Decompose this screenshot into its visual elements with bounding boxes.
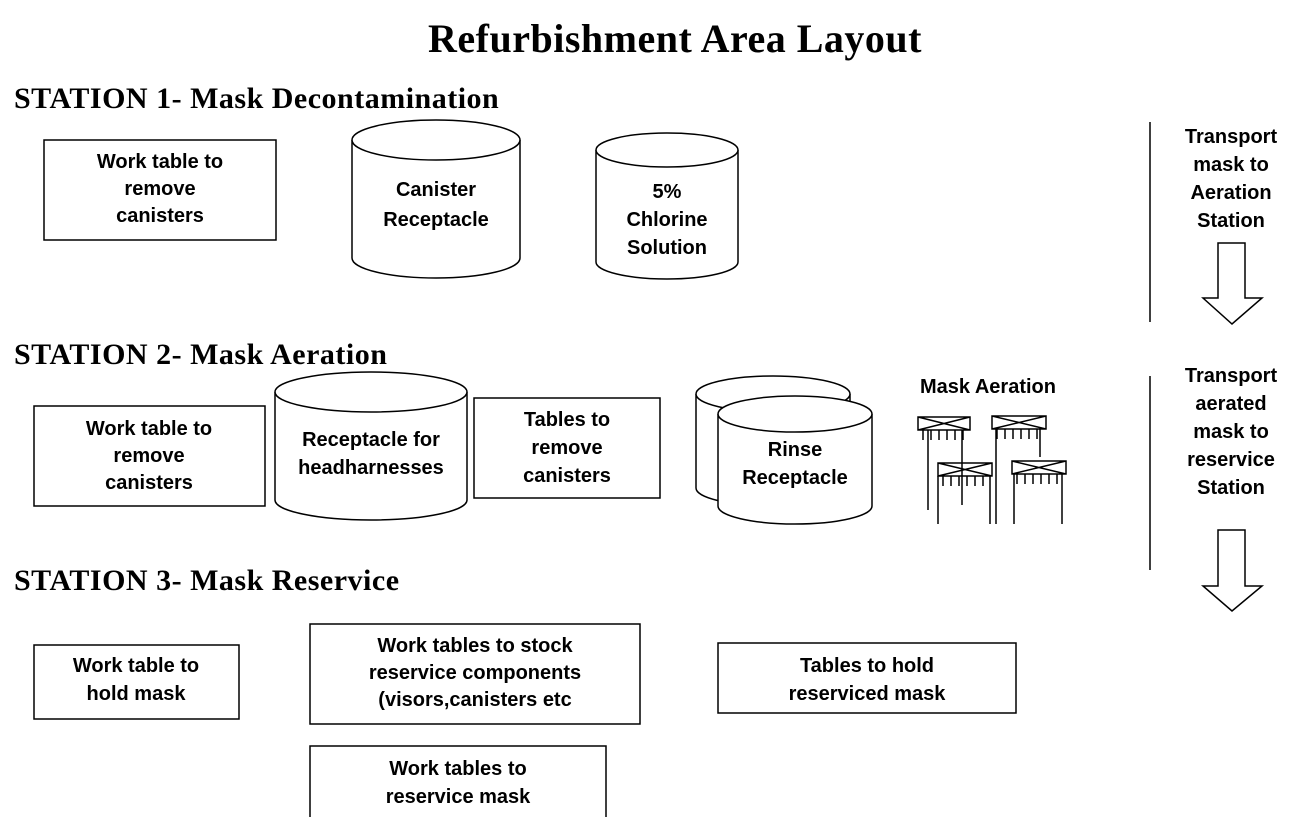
- mask-aeration-rack-2: [991, 415, 1047, 524]
- station-2-work-table-line-3: canisters: [105, 472, 193, 494]
- transport-aeration-line-1: Transport: [1185, 126, 1278, 148]
- station-2-work-table-line-2: remove: [113, 445, 184, 467]
- transport-reservice-line-1: Transport: [1185, 365, 1278, 387]
- station-1-work-table-line-1: Work table to: [97, 151, 223, 173]
- down-arrow-icon: [1201, 242, 1265, 325]
- stock-components-line-1: Work tables to stock: [377, 635, 573, 657]
- station-2-work-table-line-1: Work table to: [86, 418, 212, 440]
- diagram-title: Refurbishment Area Layout: [428, 16, 922, 61]
- stock-components-tables: Work tables to stock reservice component…: [309, 623, 641, 725]
- down-arrow-icon: [1200, 529, 1265, 612]
- station-1-heading: STATION 1- Mask Decontamination: [14, 82, 499, 115]
- mask-aeration-rack-1: [917, 416, 971, 510]
- reservice-mask-tables: Work tables to reservice mask: [309, 745, 607, 817]
- hold-mask-line-1: Work table to: [73, 655, 199, 677]
- stock-components-line-2: reservice components: [369, 662, 581, 684]
- station-1-work-table-line-3: canisters: [116, 205, 204, 227]
- chlorine-line-3: Solution: [627, 237, 707, 259]
- transport-aeration-line-2: mask to: [1193, 154, 1269, 176]
- station-2-heading: STATION 2- Mask Aeration: [14, 338, 387, 371]
- station-3-heading: STATION 3- Mask Reservice: [14, 564, 400, 597]
- transport-reservice-line-2: aerated: [1195, 393, 1266, 415]
- stock-components-line-3: (visors,canisters etc: [378, 689, 571, 711]
- station-1-work-table-line-2: remove: [124, 178, 195, 200]
- mask-aeration-rack-4: [1011, 460, 1067, 524]
- headharness-receptacle-line-2: headharnesses: [298, 457, 444, 479]
- station-2-tables: Tables to remove canisters: [473, 397, 661, 499]
- headharness-receptacle-cylinder: Receptacle for headharnesses: [274, 371, 468, 521]
- station-2-work-table: Work table to remove canisters: [33, 405, 266, 507]
- rinse-receptacle-line-2: Receptacle: [742, 467, 848, 489]
- chlorine-solution-cylinder: 5% Chlorine Solution: [595, 132, 739, 280]
- hold-reserviced-line-2: reserviced mask: [789, 683, 947, 705]
- hold-mask-table: Work table to hold mask: [33, 644, 240, 720]
- headharness-receptacle-line-1: Receptacle for: [302, 429, 440, 451]
- transport-reservice-line-5: Station: [1197, 477, 1265, 499]
- chlorine-line-1: 5%: [653, 181, 682, 203]
- canister-receptacle-cylinder: Canister Receptacle: [351, 119, 521, 279]
- chlorine-line-2: Chlorine: [626, 209, 707, 231]
- mask-aeration-rack-3: [937, 462, 993, 524]
- transport-to-aeration: Transport mask to Aeration Station: [1185, 126, 1278, 232]
- transport-aeration-line-3: Aeration: [1190, 182, 1271, 204]
- transport-reservice-line-3: mask to: [1193, 421, 1269, 443]
- station-2-tables-line-3: canisters: [523, 465, 611, 487]
- reservice-mask-line-1: Work tables to: [389, 758, 526, 780]
- station-2-tables-line-1: Tables to: [524, 409, 610, 431]
- station-2-tables-line-2: remove: [531, 437, 602, 459]
- reservice-mask-line-2: reservice mask: [386, 786, 531, 808]
- hold-reserviced-line-1: Tables to hold: [800, 655, 934, 677]
- canister-receptacle-line-1: Canister: [396, 179, 476, 201]
- canister-receptacle-line-2: Receptacle: [383, 209, 489, 231]
- rinse-receptacle-line-1: Rinse: [768, 439, 822, 461]
- hold-mask-line-2: hold mask: [87, 683, 187, 705]
- hold-reserviced-tables: Tables to hold reserviced mask: [717, 642, 1017, 714]
- rinse-receptacle-cylinders: Rinse Receptacle: [695, 375, 873, 525]
- transport-aeration-line-4: Station: [1197, 210, 1265, 232]
- transport-to-reservice: Transport aerated mask to reservice Stat…: [1185, 365, 1278, 499]
- station-1-work-table: Work table to remove canisters: [43, 139, 277, 241]
- transport-reservice-line-4: reservice: [1187, 449, 1275, 471]
- mask-aeration-label: Mask Aeration: [920, 376, 1056, 398]
